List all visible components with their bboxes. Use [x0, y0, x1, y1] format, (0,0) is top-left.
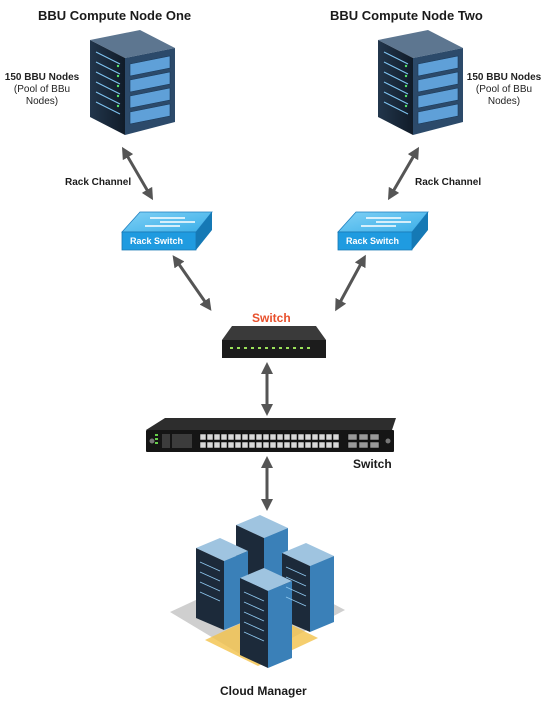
distribution-switch-label: Switch [353, 457, 392, 471]
rack-switch-two-link-arrow [335, 254, 366, 312]
rack-switch-two-icon [337, 211, 429, 251]
core-switch-label: Switch [252, 311, 291, 325]
node-two-desc-1: (Pool of BBu [475, 84, 533, 95]
node-one-desc-1: (Pool of BBu [13, 84, 71, 95]
rack-channel-one-arrow [121, 146, 154, 201]
server-rack-two-icon [378, 30, 463, 135]
cloud-manager-label: Cloud Manager [220, 684, 307, 698]
rack-channel-two-arrow [387, 146, 420, 201]
node-one-count: 150 BBU Nodes [4, 72, 80, 83]
node-two-channel-label: Rack Channel [415, 177, 482, 188]
rack-switch-two-label: Rack Switch [346, 236, 400, 246]
core-switch-icon [222, 326, 326, 358]
node-two-count: 150 BBU Nodes [466, 72, 542, 83]
rack-switch-one-link-arrow [172, 255, 212, 311]
node-two-desc-2: Nodes) [487, 96, 521, 107]
node-two-nodes-label: 150 BBU Nodes (Pool of BBu Nodes) [462, 72, 546, 108]
distribution-switch-icon [146, 418, 396, 452]
rack-switch-one-icon [121, 211, 213, 251]
server-rack-one-icon [90, 30, 175, 135]
node-one-title: BBU Compute Node One [38, 8, 192, 23]
node-one-nodes-label: 150 BBU Nodes (Pool of BBu Nodes) [2, 72, 82, 108]
rack-switch-one-label: Rack Switch [130, 236, 184, 246]
node-one-channel-label: Rack Channel [65, 177, 132, 188]
cloud-manager-servers-icon [170, 515, 345, 668]
node-one-desc-2: Nodes) [25, 96, 59, 107]
node-two-title: BBU Compute Node Two [330, 8, 483, 23]
